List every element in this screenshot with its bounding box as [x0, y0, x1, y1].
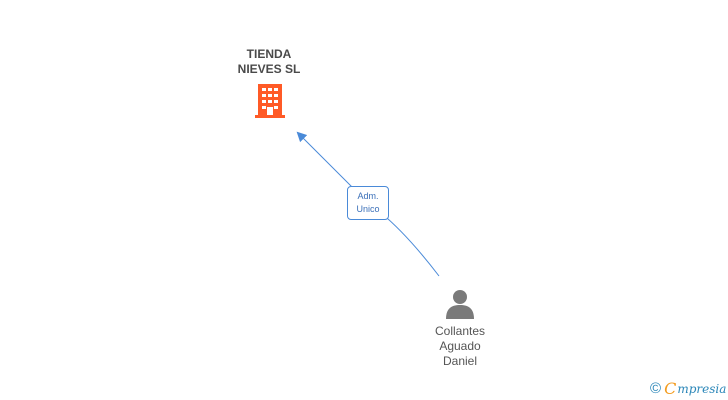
company-name[interactable]: TIENDA NIEVES SL [219, 47, 319, 77]
relation-label-line-1: Adm. [357, 191, 379, 201]
brand-logo-text: mpresia [677, 382, 727, 396]
copyright-icon: © [650, 380, 662, 397]
relation-label-line-2: Unico [356, 204, 380, 214]
brand-logo-letter: C [664, 379, 677, 398]
building-icon[interactable] [254, 83, 286, 119]
person-name-line-1: Collantes [434, 324, 486, 338]
person-name-line-3: Daniel [442, 354, 478, 368]
company-name-line-1: TIENDA [246, 47, 292, 61]
empresia-watermark[interactable]: © C mpresia [650, 380, 726, 398]
company-name-line-2: NIEVES SL [237, 62, 301, 76]
person-icon[interactable] [444, 288, 476, 320]
person-name[interactable]: Collantes Aguado Daniel [408, 324, 512, 369]
relation-label[interactable]: Adm. Unico [347, 186, 389, 220]
person-name-line-2: Aguado [439, 339, 481, 353]
